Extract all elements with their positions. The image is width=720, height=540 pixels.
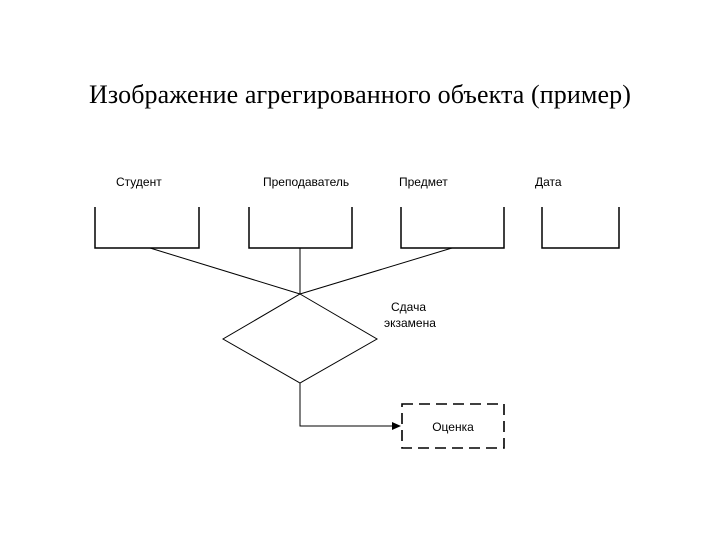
entity-box-subject	[400, 207, 505, 249]
entity-box-teacher	[248, 207, 353, 249]
connector-subject	[299, 247, 453, 295]
connector-student	[149, 247, 301, 295]
entity-label-date: Дата	[535, 175, 562, 189]
entity-label-subject: Предмет	[399, 175, 448, 189]
result-label: Оценка	[432, 420, 474, 434]
entity-label-student: Студент	[116, 175, 162, 189]
entity-box-date	[541, 207, 620, 249]
relationship-label-line1: Сдача	[391, 300, 426, 314]
relationship-diamond	[222, 293, 378, 384]
arrow-head-icon	[392, 422, 401, 430]
result-box	[401, 403, 505, 449]
entity-label-teacher: Преподаватель	[263, 175, 349, 189]
result-connector	[299, 383, 393, 427]
relationship-label-line2: экзамена	[384, 316, 436, 330]
entity-box-student	[94, 207, 200, 249]
slide-title: Изображение агрегированного объекта (при…	[89, 80, 631, 109]
